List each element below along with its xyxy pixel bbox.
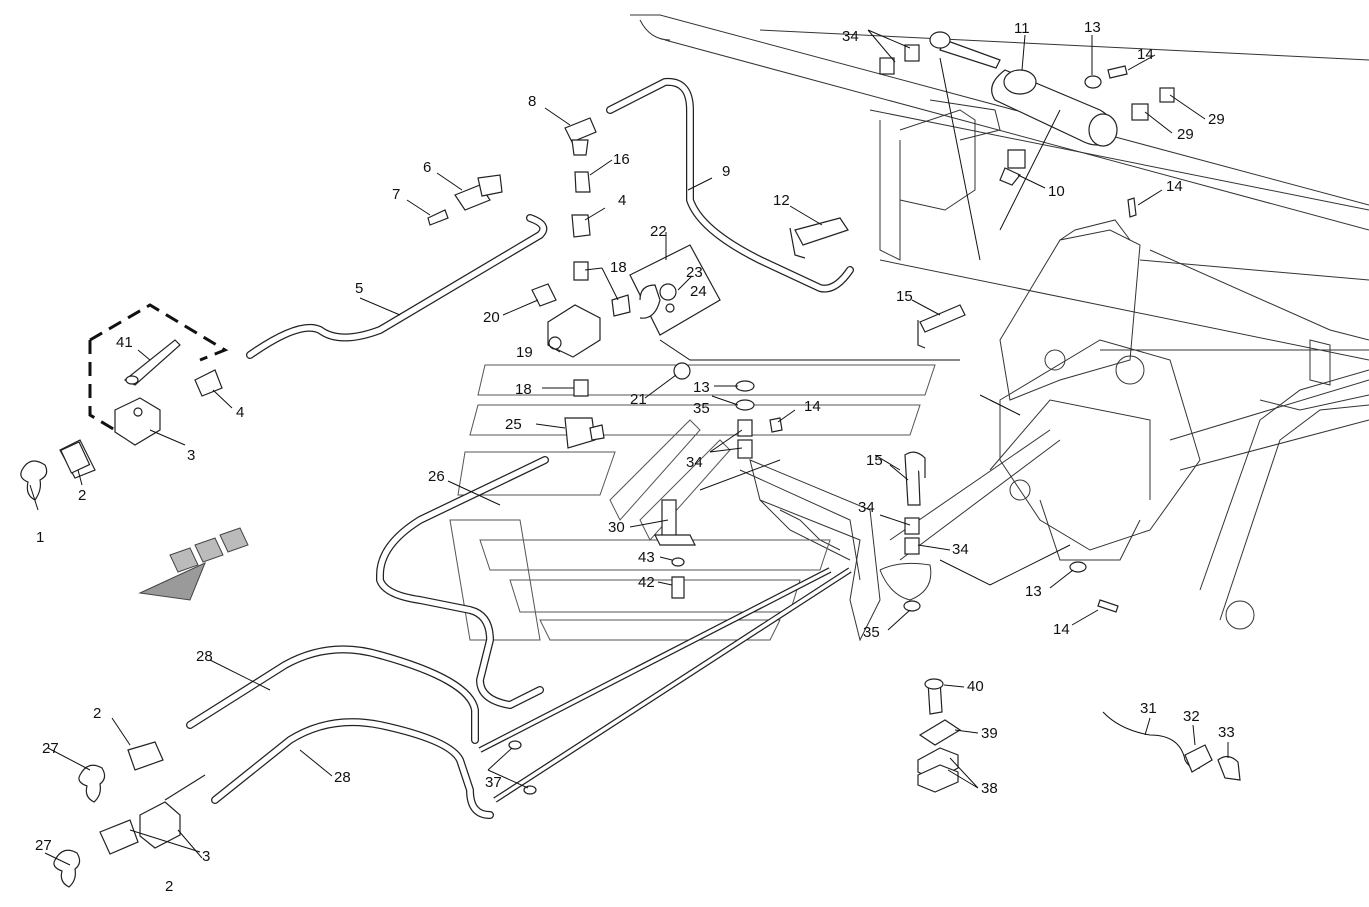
- callout-32: 32: [1183, 708, 1200, 725]
- dashed-bracket-41: [88, 303, 229, 432]
- callout-24: 24: [690, 283, 707, 300]
- callout-8: 8: [528, 93, 536, 110]
- callout-13c: 13: [1025, 583, 1042, 600]
- machine-frame: [630, 14, 1369, 642]
- callout-3b: 3: [202, 848, 210, 865]
- callout-22: 22: [650, 223, 667, 240]
- callout-1: 1: [36, 529, 44, 546]
- callout-16: 16: [613, 151, 630, 168]
- callout-2b: 2: [93, 705, 101, 722]
- callout-20: 20: [483, 309, 500, 326]
- callout-2c: 2: [165, 878, 173, 895]
- callout-5: 5: [355, 280, 363, 297]
- callout-19: 19: [516, 344, 533, 361]
- callout-15: 15: [896, 288, 913, 305]
- callout-13: 13: [1084, 19, 1101, 36]
- callout-labels: 1 2 3 4 4 5 6 7 8 9 10 11 12 13 13 13 14…: [35, 19, 1235, 895]
- callout-14: 14: [1137, 46, 1154, 63]
- callout-34: 34: [842, 28, 859, 45]
- callout-7: 7: [392, 186, 400, 203]
- callout-15b: 15: [866, 452, 883, 469]
- callout-18b: 18: [515, 381, 532, 398]
- callout-3: 3: [187, 447, 195, 464]
- hoses: [186, 77, 854, 819]
- callout-38: 38: [981, 780, 998, 797]
- callout-37: 37: [485, 774, 502, 791]
- callout-12: 12: [773, 192, 790, 209]
- callout-21: 21: [630, 391, 647, 408]
- callout-35: 35: [693, 400, 710, 417]
- callout-31: 31: [1140, 700, 1157, 717]
- callout-4: 4: [236, 404, 244, 421]
- callout-34b: 34: [686, 454, 703, 471]
- callout-10: 10: [1048, 183, 1065, 200]
- callout-29: 29: [1208, 111, 1225, 128]
- parts: [20, 31, 1241, 888]
- direction-arrow: [138, 527, 249, 601]
- callout-11: 11: [1014, 20, 1030, 37]
- callout-9: 9: [722, 163, 730, 180]
- callout-2: 2: [78, 487, 86, 504]
- callout-39: 39: [981, 725, 998, 742]
- callout-13b: 13: [693, 379, 710, 396]
- callout-27: 27: [42, 740, 59, 757]
- callout-34c: 34: [858, 499, 875, 516]
- callout-34d: 34: [952, 541, 969, 558]
- callout-14b: 14: [1166, 178, 1183, 195]
- callout-40: 40: [967, 678, 984, 695]
- callout-6: 6: [423, 159, 431, 176]
- callout-28b: 28: [334, 769, 351, 786]
- callout-30: 30: [608, 519, 625, 536]
- callout-14d: 14: [1053, 621, 1070, 638]
- callout-33: 33: [1218, 724, 1235, 741]
- leader-lines: [29, 29, 1229, 866]
- callout-14c: 14: [804, 398, 821, 415]
- callout-42: 42: [638, 574, 655, 591]
- callout-26: 26: [428, 468, 445, 485]
- callout-25: 25: [505, 416, 522, 433]
- callout-23: 23: [686, 264, 703, 281]
- callout-41: 41: [116, 334, 133, 351]
- callout-18: 18: [610, 259, 627, 276]
- callout-35b: 35: [863, 624, 880, 641]
- callout-43: 43: [638, 549, 655, 566]
- callout-28: 28: [196, 648, 213, 665]
- callout-4b: 4: [618, 192, 626, 209]
- callout-27b: 27: [35, 837, 52, 854]
- callout-29b: 29: [1177, 126, 1194, 143]
